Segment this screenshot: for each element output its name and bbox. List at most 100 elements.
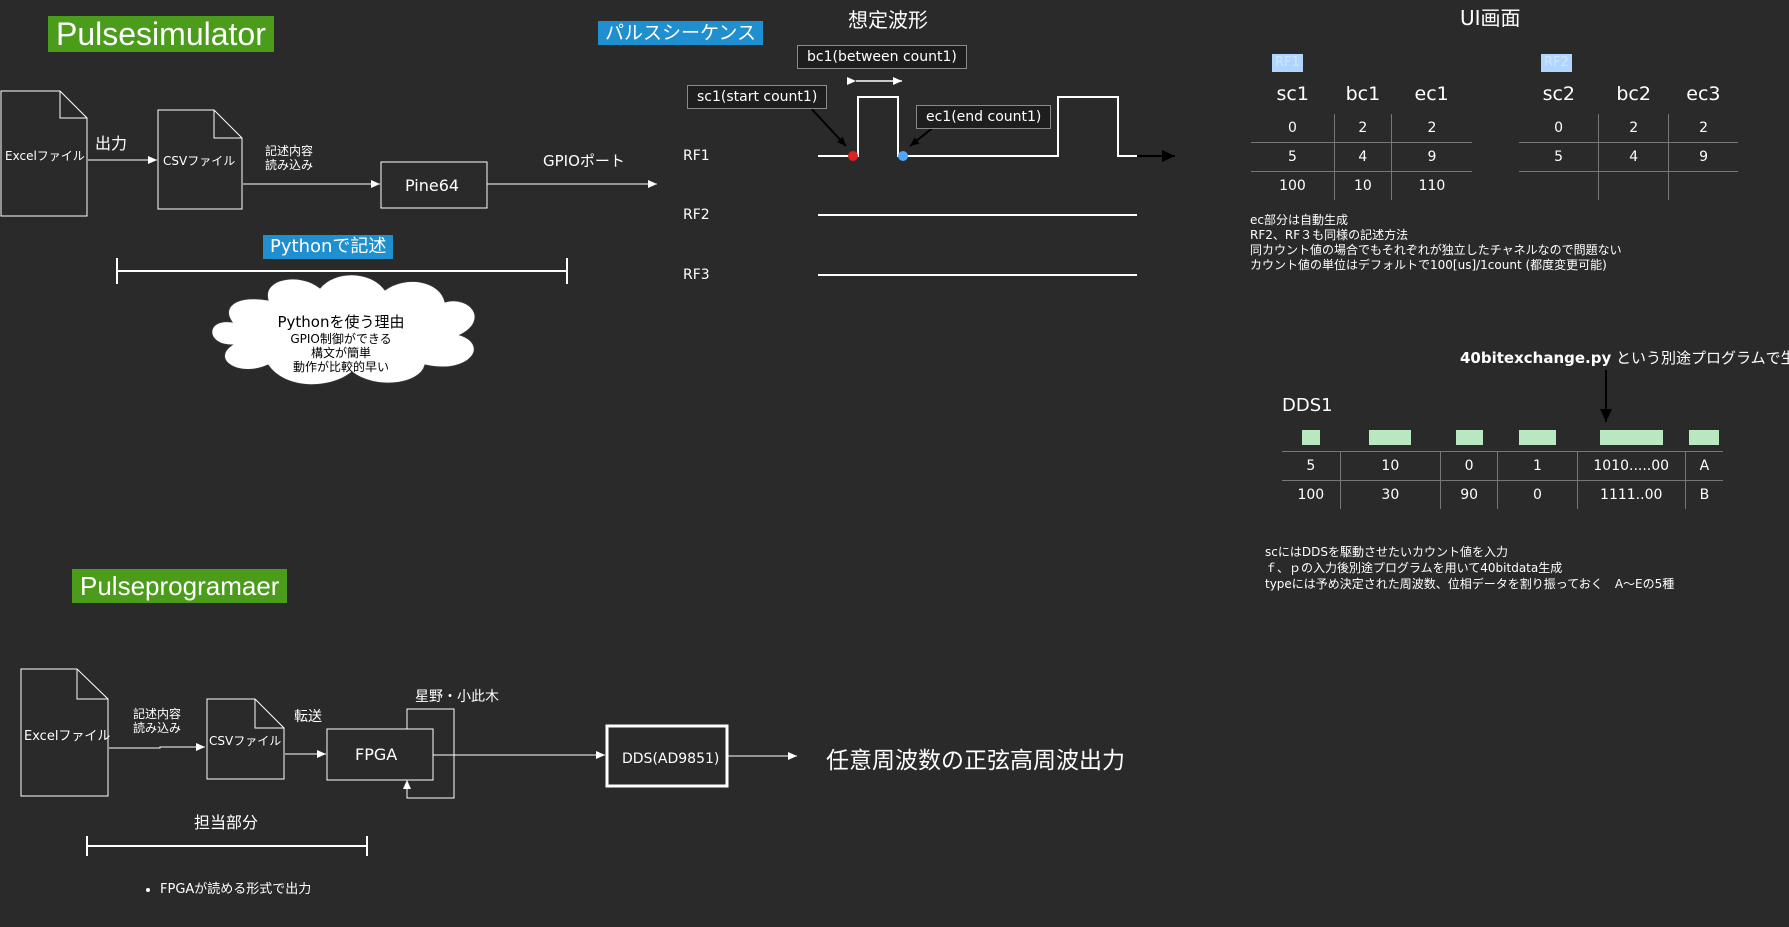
table-cell: 90: [1440, 480, 1498, 509]
hoshino-label: 星野・小此木: [415, 689, 499, 705]
table-cell: 1111..00: [1576, 480, 1686, 509]
csv-file-shape: [157, 109, 243, 210]
table-row: 5 10 0 1 1010.....00 A: [1282, 451, 1723, 481]
table-row: 0 2 2: [1251, 114, 1472, 143]
excel-file-label: Excelファイル: [5, 149, 85, 163]
table-cell: 2: [1333, 114, 1392, 143]
dds-header-f: f(MHz): [1369, 430, 1412, 445]
sc1-label: sc1(start count1): [687, 85, 828, 109]
rf2-header-sc2: sc2: [1542, 83, 1575, 105]
dds-header-p: p(°): [1455, 430, 1483, 445]
cloud-line1: GPIO制御ができる: [290, 332, 392, 346]
table-row: 0 2 2: [1519, 114, 1738, 143]
transfer-label: 転送: [294, 709, 322, 725]
cloud-title: Pythonを使う理由: [277, 313, 405, 331]
dds-header-sc: sc: [1302, 430, 1320, 445]
ec1-label: ec1(end count1): [916, 105, 1052, 129]
csv-file-label: CSVファイル: [163, 154, 236, 168]
dds1-title: DDS1: [1282, 395, 1333, 416]
dds-header-type: type: [1688, 430, 1720, 445]
rf1-table: sc1 bc1 ec1 0 2 2 5 4 9 100 10 110: [1251, 74, 1472, 200]
rf1-header-ec1: ec1: [1414, 83, 1449, 105]
table-row: [1519, 171, 1738, 200]
read-label-line1: 記述内容: [265, 144, 314, 158]
bullet-list: FPGAが読める形式で出力: [142, 878, 311, 897]
table-cell: 1: [1497, 451, 1578, 481]
rf1-waveform: [818, 96, 1137, 157]
table-cell: 9: [1668, 142, 1738, 172]
rf1-label: RF1: [683, 148, 710, 164]
pulse-sequence-title: パルスシーケンス: [598, 21, 764, 45]
table-cell: 9: [1390, 142, 1472, 172]
python-written-label: Pythonで記述: [263, 235, 394, 259]
table-cell: 110: [1390, 171, 1472, 200]
rf2-header-ec3: ec3: [1686, 83, 1721, 105]
rf2-label: RF2: [683, 207, 710, 223]
table-cell: 10: [1333, 171, 1392, 200]
table-cell: 0: [1497, 480, 1578, 509]
note-line2: RF2、RF３も同様の記述方法: [1250, 228, 1409, 242]
table-cell: [1598, 171, 1669, 200]
rf2-table: sc2 bc2 ec3 0 2 2 5 4 9: [1519, 74, 1738, 200]
cloud-line2: 構文が簡単: [310, 346, 372, 360]
table-row: 100 10 110: [1251, 171, 1472, 200]
program-note-rest: という別途プログラムで生成: [1616, 349, 1789, 367]
pine64-label: Pine64: [405, 176, 460, 195]
rf1-header-bc1: bc1: [1345, 83, 1381, 105]
read-label2-line2: 読み込み: [133, 721, 182, 735]
program-note: 40bitexchange.py という別途プログラムで生成: [1460, 347, 1789, 368]
table-cell: 5: [1282, 451, 1341, 481]
table-cell: 100: [1251, 171, 1335, 200]
bc1-label: bc1(between count1): [797, 45, 967, 69]
dds-note3: typeには予め決定された周波数、位相データを割り振っておく A〜Eの5種: [1265, 577, 1675, 591]
read-label2-line1: 記述内容: [133, 707, 182, 721]
pulsesimulator-title: Pulsesimulator: [48, 16, 274, 52]
table-cell: 10: [1339, 451, 1441, 481]
dds-header-40bit: 40bit data: [1599, 430, 1663, 445]
pine64-box: [380, 161, 488, 209]
excel-file-fold: [59, 91, 87, 119]
reason-cloud-shape: [211, 274, 476, 386]
rf1-header-sc1: sc1: [1276, 83, 1309, 105]
table-cell: 2: [1598, 114, 1669, 143]
table-row: 5 4 9: [1251, 142, 1472, 172]
excel-file-shape: [0, 90, 88, 217]
table-cell: 4: [1598, 142, 1669, 172]
cloud-line3: 動作が比較的早い: [292, 360, 390, 374]
csv-file-label-2: CSVファイル: [209, 734, 282, 748]
sine-output-label: 任意周波数の正弦高周波出力: [826, 748, 1125, 774]
table-cell: B: [1684, 480, 1723, 509]
rf2-header-bc2: bc2: [1616, 83, 1651, 105]
expected-waveform-title: 想定波形: [848, 8, 928, 32]
dds1-table: sc f(MHz) p(°) P.REG 40bit data type 5 1…: [1282, 423, 1723, 509]
dds-box-label: DDS(AD9851): [622, 751, 720, 767]
table-cell: 30: [1339, 480, 1441, 509]
dds-header-preg: P.REG: [1518, 430, 1557, 445]
dds-box: [605, 724, 729, 788]
table-cell: 5: [1251, 142, 1335, 172]
my-part-label: 担当部分: [194, 813, 259, 832]
table-cell: 4: [1333, 142, 1392, 172]
table-cell: 5: [1519, 142, 1599, 172]
excel-file-label-2: Excelファイル: [24, 729, 111, 744]
pulseprogramaer-title: Pulseprogramaer: [72, 569, 288, 603]
rf2-table-tag: RF2: [1541, 54, 1572, 72]
rf1-table-tag: RF1: [1272, 54, 1303, 72]
program-name: 40bitexchange.py: [1460, 349, 1612, 367]
read-label-line2: 読み込み: [265, 158, 314, 172]
sc1-pointer: [807, 104, 847, 147]
excel-file-shape-2: [20, 668, 109, 797]
table-cell: [1519, 171, 1599, 200]
table-cell: [1668, 171, 1738, 200]
table-row: 5 4 9: [1519, 142, 1738, 172]
table-cell: 2: [1390, 114, 1472, 143]
table-cell: 0: [1554, 120, 1563, 136]
arrow-excel2-to-csv2: [109, 743, 205, 751]
gpio-label: GPIOポート: [543, 152, 625, 170]
output-label: 出力: [95, 134, 128, 153]
dds-note2: ｆ、ｐの入力後別途プログラムを用いて40bitdata生成: [1265, 561, 1563, 575]
ui-screen-title: UI画面: [1460, 6, 1521, 30]
sc1-point: [848, 151, 858, 161]
table-cell: 100: [1282, 480, 1341, 509]
